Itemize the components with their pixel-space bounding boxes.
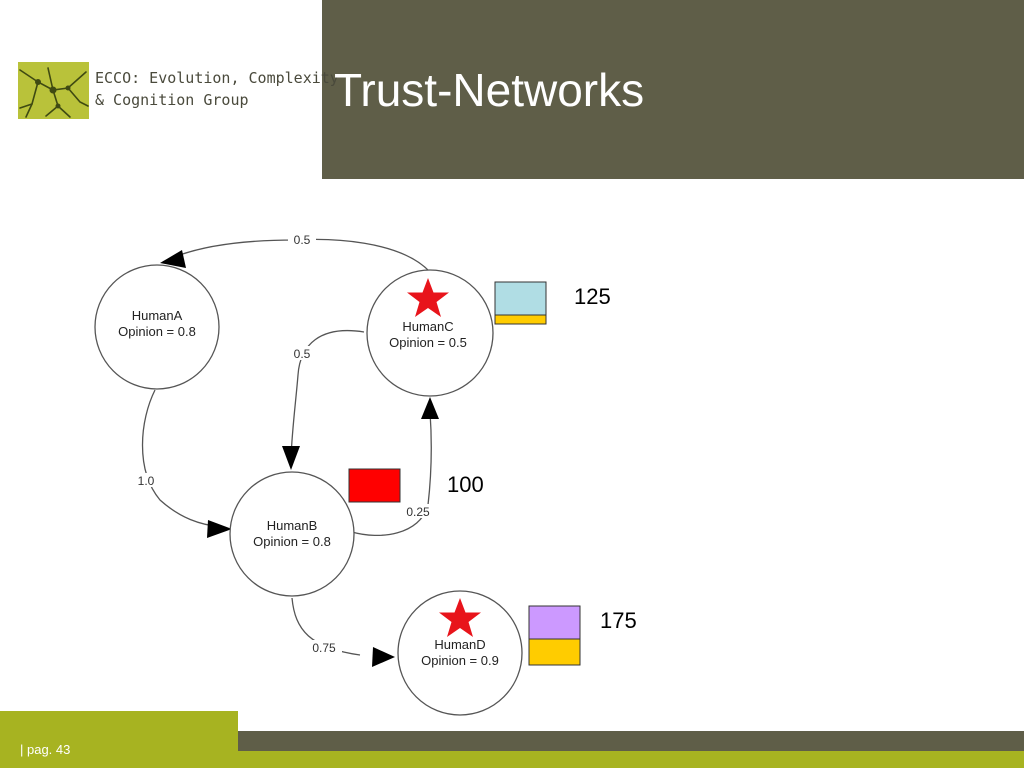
node-d-opinion: Opinion = 0.9	[421, 653, 499, 668]
edge-label-b-to-c: 0.25	[406, 505, 430, 519]
value-bar-b-red	[348, 468, 401, 503]
arrowhead-a-to-b	[207, 520, 232, 538]
star-icon	[407, 278, 449, 317]
footer-green-block	[0, 711, 238, 768]
edge-a-to-b	[141, 389, 223, 528]
value-bar-d-yellow	[528, 638, 581, 666]
footer-green-band	[238, 751, 1024, 768]
star-icon	[439, 598, 481, 637]
footer-dark-band	[238, 731, 1024, 751]
value-bar-c-blue	[494, 281, 547, 316]
value-label-b: 100	[447, 472, 484, 497]
value-bar-c-yellow	[494, 314, 547, 325]
value-label-d: 175	[600, 608, 637, 633]
header-band	[322, 0, 1024, 179]
node-d-name: HumanD	[434, 637, 485, 652]
arrowhead-c-to-b	[282, 446, 300, 470]
node-c-opinion: Opinion = 0.5	[389, 335, 467, 350]
edge-label-c-to-a: 0.5	[294, 233, 311, 247]
logo-line-1: ECCO: Evolution, Complexity	[95, 69, 339, 87]
node-human-c	[366, 269, 494, 397]
edge-c-to-b	[290, 330, 365, 459]
arrowhead-b-to-c	[421, 397, 439, 419]
node-a-name: HumanA	[132, 308, 183, 323]
edge-label-b-to-d: 0.75	[312, 641, 336, 655]
slide-title: Trust-Networks	[334, 64, 645, 116]
arrowhead-b-to-d	[372, 647, 395, 667]
node-human-a	[94, 264, 220, 390]
node-a-opinion: Opinion = 0.8	[118, 324, 196, 339]
node-b-opinion: Opinion = 0.8	[253, 534, 331, 549]
node-human-d	[397, 590, 523, 716]
value-bar-d-lavender	[528, 605, 581, 640]
arrowhead-c-to-a	[160, 250, 186, 268]
node-human-b	[229, 471, 355, 597]
node-b-name: HumanB	[267, 518, 318, 533]
value-label-c: 125	[574, 284, 611, 309]
edge-label-c-to-b: 0.5	[294, 347, 311, 361]
node-c-name: HumanC	[402, 319, 453, 334]
logo-icon	[18, 62, 89, 119]
logo-line-2: & Cognition Group	[95, 91, 249, 109]
page-number: | pag. 43	[20, 742, 71, 757]
edge-label-a-to-b: 1.0	[138, 474, 155, 488]
logo-wordmark: ECCO: Evolution, Complexity & Cognition …	[95, 67, 339, 111]
edge-b-to-d	[291, 597, 361, 656]
